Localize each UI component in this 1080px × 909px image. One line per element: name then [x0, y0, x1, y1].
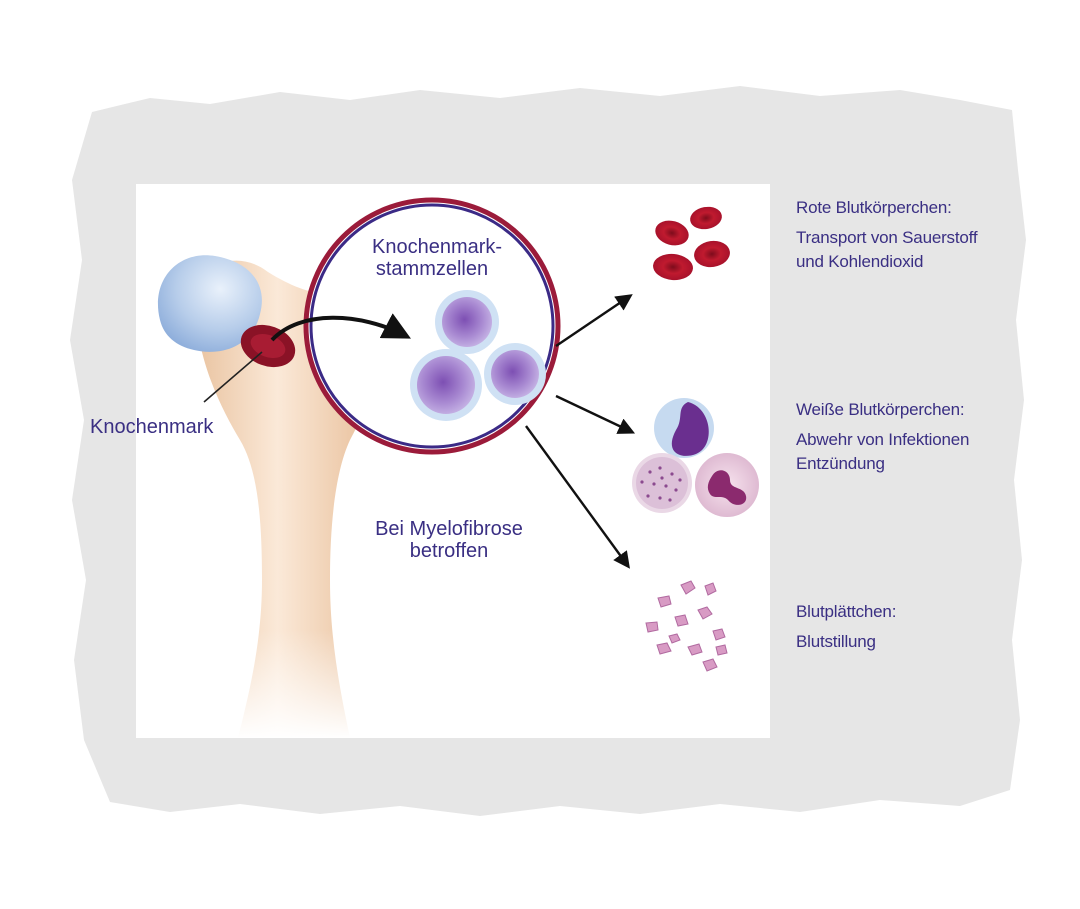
- platelet: [712, 628, 726, 641]
- red-blood-cell: [653, 253, 693, 281]
- label-stem-cells-line1: Knochenmark-: [372, 236, 503, 258]
- marrow-to-circle-arrow: [270, 313, 411, 342]
- cell-type-desc: Blutstillung: [796, 632, 876, 651]
- label-bone-marrow: Knochenmark: [90, 416, 214, 438]
- red-blood-cell: [690, 206, 722, 230]
- cell-type-platelets: Blutplättchen: Blutstillung: [796, 600, 896, 654]
- cell-type-desc: Transport von Sauerstoff: [796, 228, 978, 247]
- platelet: [704, 582, 717, 596]
- platelet: [657, 595, 672, 608]
- cell-type-desc: Abwehr von Infektionen: [796, 430, 970, 449]
- platelet: [656, 642, 672, 655]
- red-blood-cells: [653, 206, 730, 281]
- cell-type-desc: und Kohlendioxid: [796, 252, 924, 271]
- platelet: [680, 580, 696, 595]
- cell-type-red: Rote Blutkörperchen: Transport von Sauer…: [796, 196, 978, 274]
- label-affected-line1: Bei Myelofibrose: [375, 518, 523, 540]
- red-blood-cell: [655, 220, 689, 246]
- label-stem-cells-line2: stammzellen: [375, 258, 489, 280]
- arrow-to-platelets: [525, 425, 630, 569]
- cell-type-title: Blutplättchen:: [796, 602, 897, 621]
- platelets: [645, 580, 728, 672]
- platelet: [668, 633, 681, 644]
- label-affected-line2: betroffen: [409, 540, 489, 562]
- arrow-to-red-cells: [555, 294, 633, 347]
- cartilage-head: [157, 255, 262, 352]
- platelet: [702, 658, 718, 672]
- platelet: [687, 643, 703, 656]
- platelet: [697, 606, 713, 620]
- bone-marrow-pointer: [203, 351, 263, 403]
- stem-cells: [410, 290, 546, 421]
- platelet: [715, 644, 728, 656]
- platelet: [674, 614, 689, 627]
- platelet: [645, 621, 659, 633]
- label-stem-cells: Knochenmark- stammzellen: [372, 236, 503, 280]
- red-blood-cell: [694, 240, 730, 268]
- cell-type-white: Weiße Blutkörperchen: Abwehr von Infekti…: [796, 398, 969, 476]
- cell-type-desc: Entzündung: [796, 454, 885, 473]
- arrow-to-white-cells: [555, 394, 636, 434]
- cell-type-title: Rote Blutkörperchen:: [796, 198, 952, 217]
- cell-type-title: Weiße Blutkörperchen:: [796, 400, 965, 419]
- label-affected: Bei Myelofibrose betroffen: [368, 518, 530, 562]
- white-blood-cells: [632, 398, 759, 517]
